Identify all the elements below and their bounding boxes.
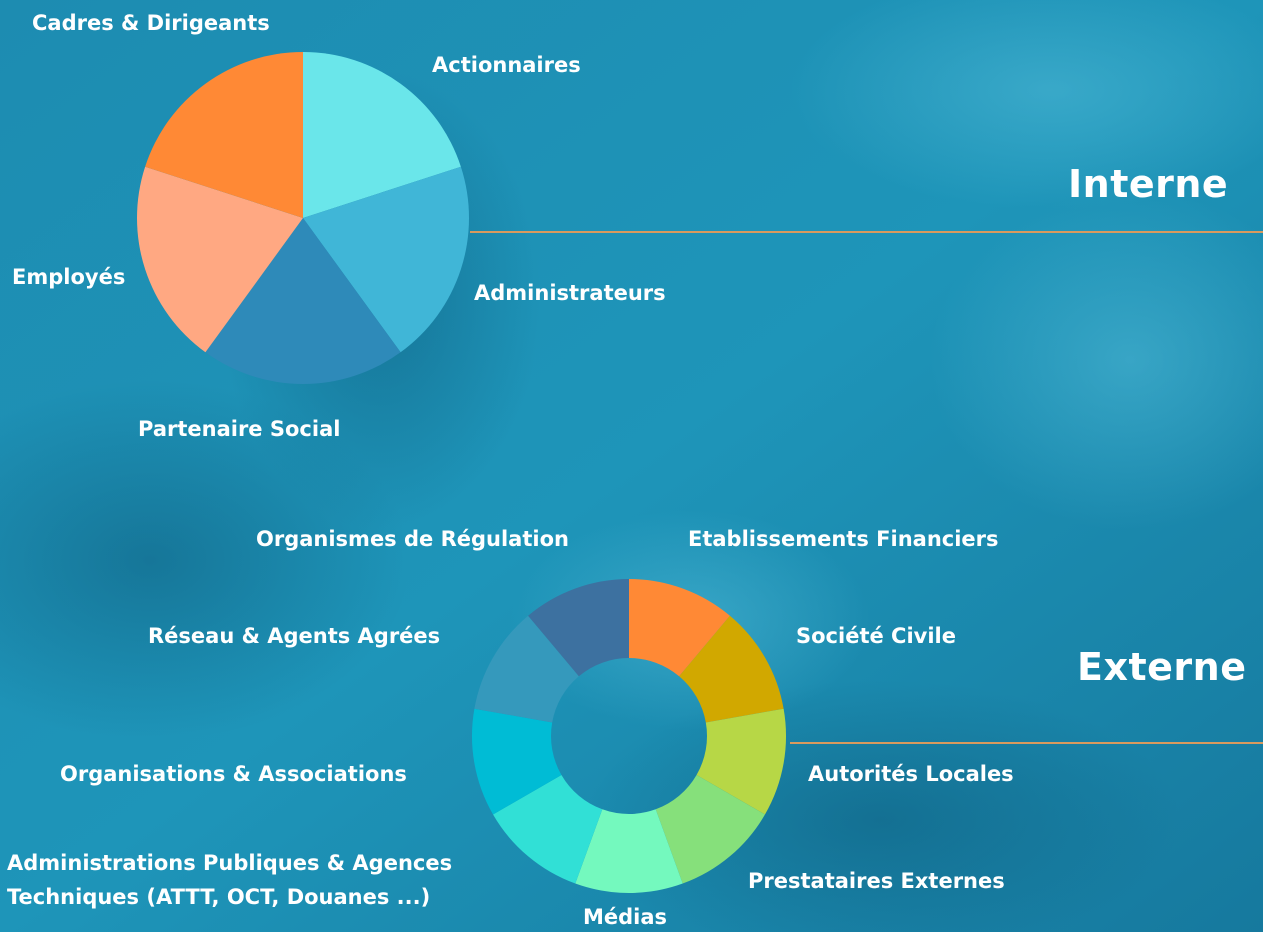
label-employes: Employés: [12, 265, 126, 289]
slice-medias: [575, 809, 683, 893]
slice-cadres-dirigeants: [145, 51, 303, 218]
divider-externe: [790, 742, 1263, 744]
slice-autorites-locales: [696, 708, 786, 815]
label-cadres-dirigeants: Cadres & Dirigeants: [32, 11, 270, 35]
label-reseau-agents: Réseau & Agents Agrées: [148, 624, 441, 648]
slice-societe-civile: [679, 615, 784, 723]
label-actionnaires: Actionnaires: [432, 53, 581, 77]
slice-organismes-de-regulation: [528, 579, 629, 677]
slice-prestataires-externes: [655, 775, 765, 884]
section-title-externe: Externe: [1077, 645, 1247, 689]
slice-partenaire-social: [205, 218, 401, 385]
label-societe-civile: Société Civile: [796, 624, 956, 648]
section-title-interne: Interne: [1068, 162, 1229, 206]
label-etablissements-financiers: Etablissements Financiers: [688, 527, 999, 551]
label-administrations-publiques: Administrations Publiques & Agences Tech…: [7, 851, 453, 909]
slice-etablissements-financiers: [629, 579, 730, 677]
label-autorites-locales: Autorités Locales: [808, 762, 1014, 786]
label-organismes-regulation: Organismes de Régulation: [256, 527, 569, 551]
slice-reseau-agents-agrees: [474, 615, 579, 723]
label-prestataires-externes: Prestataires Externes: [748, 869, 1005, 893]
slice-administrations-publiques-agences-techniques-attt-oct-douanes: [493, 775, 603, 884]
slice-administrateurs: [303, 166, 469, 353]
slice-organisations-associations: [472, 708, 562, 815]
label-medias: Médias: [583, 905, 668, 929]
slice-actionnaires: [303, 52, 461, 218]
divider-interne: [470, 231, 1263, 233]
label-partenaire-social: Partenaire Social: [138, 417, 341, 441]
label-administrateurs: Administrateurs: [474, 281, 666, 305]
label-organisations-associations: Organisations & Associations: [60, 762, 407, 786]
slice-employes: [137, 166, 303, 353]
